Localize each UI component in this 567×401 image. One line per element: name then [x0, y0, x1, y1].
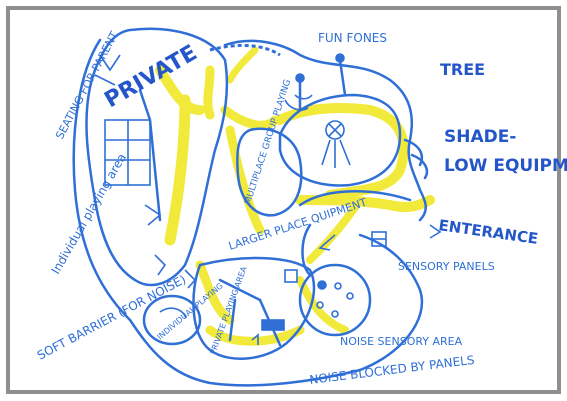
label-sensory-panels: SENSORY PANELS [398, 260, 495, 273]
label-shade: SHADE- [444, 127, 516, 147]
up-arrow [251, 333, 259, 345]
tree-symbol [325, 120, 345, 140]
bench-mid-left [144, 204, 162, 226]
bench-top-left [99, 54, 121, 72]
fun-fone-dot [335, 53, 345, 63]
flow-arrow [318, 234, 336, 251]
panel-block [261, 319, 285, 331]
label-tree: TREE [440, 60, 485, 79]
soft-barrier-dash [209, 44, 281, 57]
entrance-arrow [429, 224, 442, 239]
label-fun-fones: FUN FONES [318, 31, 387, 45]
site-outlines [72, 27, 429, 387]
fun-fone-dot [295, 73, 305, 83]
site-details [94, 44, 442, 345]
label-noise-sensory: NOISE SENSORY AREA [340, 335, 463, 348]
